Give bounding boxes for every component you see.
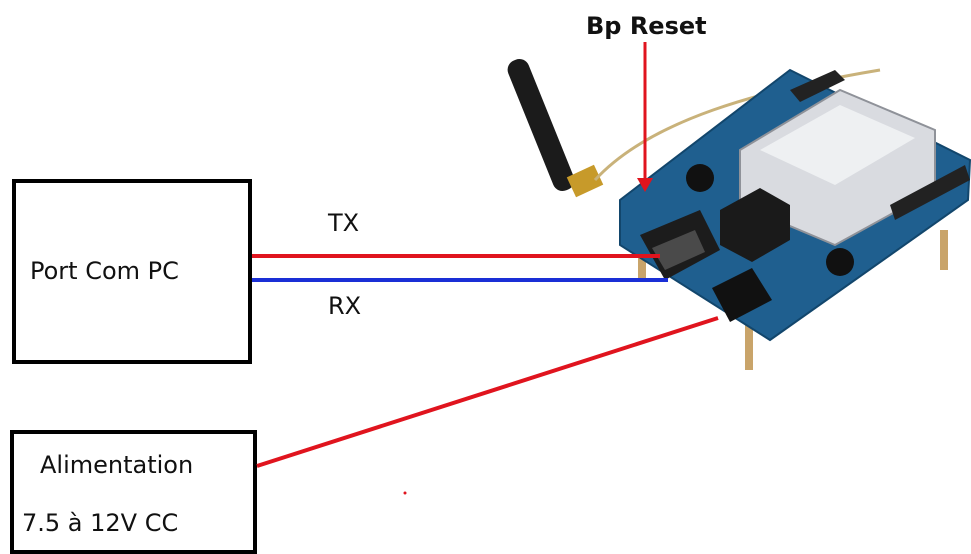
reset-label: Bp Reset: [586, 12, 707, 40]
pc-port-label: Port Com PC: [30, 257, 179, 285]
power-label-line2: 7.5 à 12V CC: [22, 509, 179, 537]
reset-arrow-head: [637, 178, 653, 192]
stray-dot: [403, 491, 407, 495]
power-wire: [256, 316, 719, 468]
power-box: [10, 430, 257, 554]
power-label-line1: Alimentation: [40, 451, 194, 479]
gsm-module-board-icon: [507, 58, 971, 370]
pc-port-box: [12, 179, 252, 364]
tx-label: TX: [328, 209, 360, 237]
rx-label: RX: [328, 292, 362, 320]
